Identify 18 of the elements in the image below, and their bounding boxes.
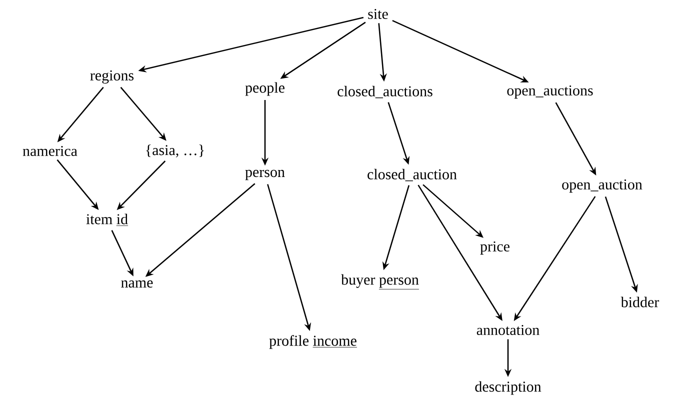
node-label: name	[121, 280, 153, 288]
node-label: people	[245, 82, 284, 96]
node-label: price	[480, 241, 510, 255]
node-label: profile income	[269, 335, 358, 349]
node-label: regions	[90, 70, 134, 84]
node-label: buyer person	[341, 274, 420, 290]
node-label: closed_auction	[368, 168, 457, 182]
node-label: description	[475, 381, 542, 395]
node-label: namerica	[22, 146, 78, 156]
node-label: {asia, …}	[146, 144, 204, 158]
node-label: person	[245, 170, 285, 180]
node-label: open_auction	[562, 179, 642, 193]
node-label: item id	[86, 214, 128, 226]
node-label: open_auctions	[507, 85, 593, 99]
node-label: site	[368, 8, 388, 20]
node-label: closed_auctions	[338, 86, 432, 98]
node-label: annotation	[476, 324, 540, 336]
node-label: bidder	[620, 296, 660, 308]
